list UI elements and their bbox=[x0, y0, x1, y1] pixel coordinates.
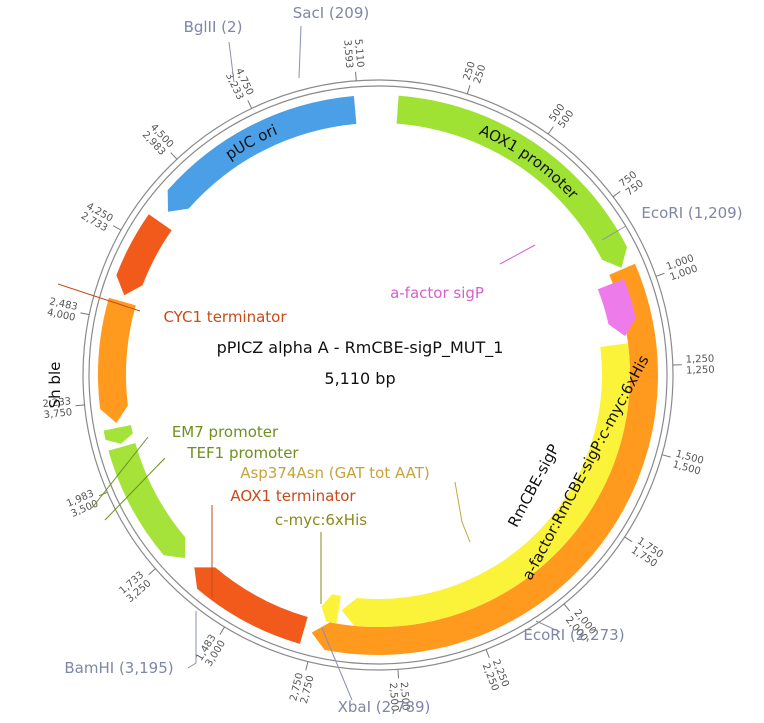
feature-arrow-aox1-promoter bbox=[396, 95, 628, 268]
feature-label-a-factor-sigp: a-factor sigP bbox=[390, 284, 484, 302]
tick-mark bbox=[485, 649, 490, 659]
tick-mark bbox=[80, 312, 90, 316]
feature-label-tef1-promoter: TEF1 promoter bbox=[186, 444, 299, 462]
feature-label-aox1-promoter: AOX1 promoter bbox=[477, 121, 583, 203]
tick-label-outer: 1,250 bbox=[685, 354, 714, 366]
site-leader-line bbox=[187, 611, 197, 669]
tick-mark bbox=[148, 568, 156, 575]
backbone-outer-line bbox=[82, 79, 674, 671]
annotation-label: Asp374Asn (GAT tot AAT) bbox=[240, 464, 430, 482]
tick-label-outer: 2,500 bbox=[398, 682, 411, 711]
annotation-leader-line bbox=[454, 481, 471, 543]
tick-mark bbox=[305, 661, 309, 671]
feature-label-c-myc-6xhis: c-myc:6xHis bbox=[275, 511, 367, 529]
restriction-site-label: BglII (2) bbox=[184, 18, 243, 36]
feature-arrow-em7-promoter bbox=[103, 425, 133, 444]
tick-mark bbox=[624, 536, 633, 543]
feature-arrows bbox=[97, 95, 658, 655]
leader-line-a-factor-sigp bbox=[499, 244, 536, 265]
site-leader-line bbox=[228, 41, 235, 83]
restriction-site-label: EcoRI (1,209) bbox=[641, 204, 742, 222]
feature-arrow-puc-ori bbox=[167, 96, 357, 212]
tick-mark bbox=[466, 85, 471, 94]
feature-label-aox1-terminator: AOX1 terminator bbox=[230, 487, 356, 505]
site-leader-line bbox=[535, 620, 561, 633]
feature-labels: AOX1 promotera-factor:RmCBE-sigP:c-myc:6… bbox=[46, 121, 653, 604]
tick-mark bbox=[547, 126, 554, 135]
feature-label-cyc1-terminator: CYC1 terminator bbox=[163, 308, 287, 326]
feature-arrow-c-myc-6xhis bbox=[321, 594, 341, 624]
feature-arrow-sh-ble bbox=[97, 297, 136, 423]
feature-arrow-tef1-promoter bbox=[108, 443, 186, 559]
restriction-site-label: XbaI (2,789) bbox=[338, 698, 431, 716]
plasmid-size: 5,110 bp bbox=[324, 369, 395, 388]
feature-label-sh-ble: Sh ble bbox=[46, 362, 64, 409]
feature-arrow-a-factor-rmcbe-sigp-c-myc-6xhis bbox=[311, 263, 658, 655]
backbone-ring bbox=[82, 79, 674, 671]
tick-mark bbox=[219, 626, 225, 635]
tick-mark bbox=[655, 272, 665, 277]
leader-line-em7-promoter bbox=[91, 436, 149, 509]
tick-mark bbox=[661, 454, 671, 458]
tick-label-inner: 3,750 bbox=[43, 407, 73, 421]
leader-line-cyc1-terminator bbox=[57, 283, 141, 312]
tick-mark bbox=[397, 669, 400, 679]
feature-arrow-cyc1-terminator bbox=[116, 214, 172, 296]
feature-label-text: AOX1 promoter bbox=[477, 121, 583, 203]
site-leader-line bbox=[298, 25, 302, 79]
tick-mark bbox=[563, 603, 571, 612]
tick-label-outer: 5,110 bbox=[352, 39, 365, 68]
restriction-site-label: SacI (209) bbox=[293, 4, 370, 22]
restriction-site-label: EcoRI (2,273) bbox=[523, 626, 624, 644]
site-leader-line bbox=[321, 627, 353, 701]
tick-mark bbox=[247, 100, 253, 109]
tick-label-inner: 3,593 bbox=[341, 39, 354, 68]
backbone-inner-line bbox=[88, 85, 668, 665]
site-leader-line bbox=[601, 225, 627, 241]
tick-label-outer: 2,233 bbox=[42, 396, 72, 410]
tick-mark bbox=[612, 190, 621, 198]
tick-mark bbox=[170, 152, 178, 160]
feature-arrow-a-factor-sigp bbox=[597, 279, 636, 336]
feature-arrow-aox1-terminator bbox=[194, 567, 308, 644]
tick-mark bbox=[355, 71, 357, 81]
restriction-sites: BglII (2) SacI (209) EcoRI (1,209) EcoRI (2… bbox=[64, 4, 742, 716]
feature-label-em7-promoter: EM7 promoter bbox=[172, 423, 279, 441]
restriction-site-label: BamHI (3,195) bbox=[64, 659, 173, 677]
tick-label-inner: 1,250 bbox=[686, 365, 715, 377]
tick-mark bbox=[112, 225, 122, 231]
plasmid-name: pPICZ alpha A - RmCBE-sigP_MUT_1 bbox=[217, 338, 504, 358]
tick-label-inner: 2,500 bbox=[387, 682, 400, 711]
tick-mark bbox=[75, 404, 85, 407]
leader-line-tef1-promoter bbox=[104, 457, 166, 521]
